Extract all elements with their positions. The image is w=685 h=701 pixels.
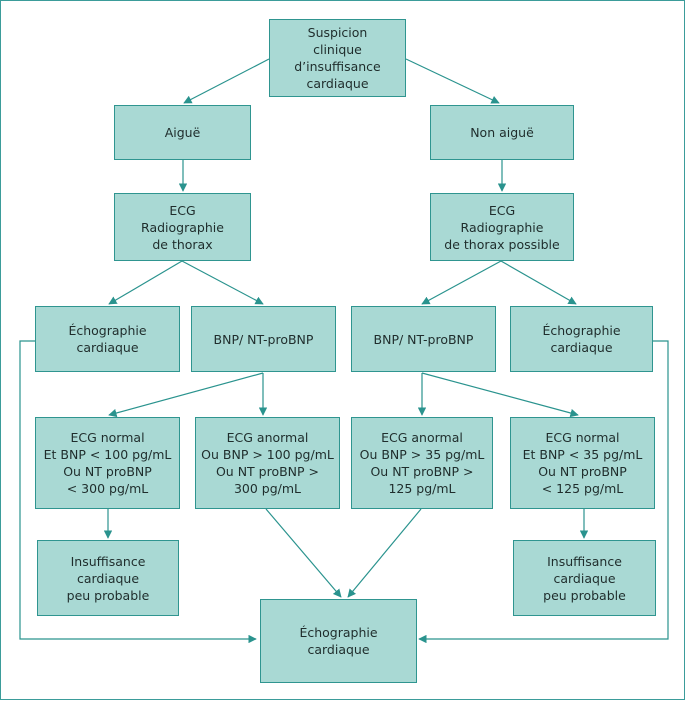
arrow-anormal-right-to-echo-final [347, 508, 422, 598]
node-non-aigue: Non aiguë [430, 105, 574, 160]
node-ecg-radio-left: ECG Radiographie de thorax [114, 193, 251, 261]
node-echo-right: Échographie cardiaque [510, 306, 653, 372]
node-ic-peu-probable-right: Insuffisance cardiaque peu probable [513, 540, 656, 616]
node-ecg-anormal-right: ECG anormal Ou BNP > 35 pg/mL Ou NT proB… [351, 417, 493, 509]
node-ecg-normal-right: ECG normal Et BNP < 35 pg/mL Ou NT proBN… [510, 417, 655, 509]
node-ecg-radio-right: ECG Radiographie de thorax possible [430, 193, 574, 261]
node-suspicion: Suspicion clinique d’insuffisance cardia… [269, 19, 406, 97]
node-bnp-right: BNP/ NT-proBNP [351, 306, 496, 372]
node-echo-left: Échographie cardiaque [35, 306, 180, 372]
node-ecg-normal-left: ECG normal Et BNP < 100 pg/mL Ou NT proB… [35, 417, 180, 509]
arrow-echo-right-to-echo-final [418, 340, 669, 644]
arrow-suspicion-to-aigue [183, 58, 270, 104]
arrow-bnp-right-to-normal [421, 372, 579, 418]
node-echo-final: Échographie cardiaque [260, 599, 417, 683]
node-aigue: Aiguë [114, 105, 251, 160]
arrow-ecg-right-to-bnp [421, 260, 502, 305]
node-ecg-anormal-left: ECG anormal Ou BNP > 100 pg/mL Ou NT pro… [195, 417, 340, 509]
arrow-ecg-right-to-echo [500, 260, 577, 305]
node-bnp-left: BNP/ NT-proBNP [191, 306, 336, 372]
arrow-anormal-left-to-echo-final [265, 508, 342, 598]
arrow-echo-left-to-echo-final [19, 340, 257, 644]
arrow-suspicion-to-non-aigue [405, 58, 500, 104]
arrow-ecg-left-to-bnp [181, 260, 264, 305]
arrow-bnp-left-to-normal [108, 372, 264, 418]
arrow-ecg-left-to-echo [108, 260, 183, 305]
node-ic-peu-probable-left: Insuffisance cardiaque peu probable [37, 540, 179, 616]
